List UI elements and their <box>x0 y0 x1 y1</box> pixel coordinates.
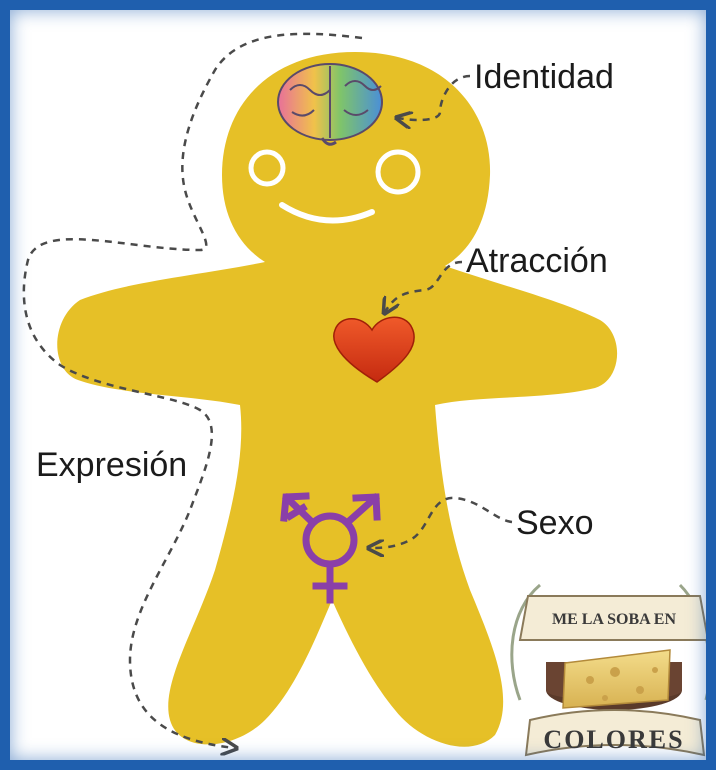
page-frame <box>0 0 716 770</box>
